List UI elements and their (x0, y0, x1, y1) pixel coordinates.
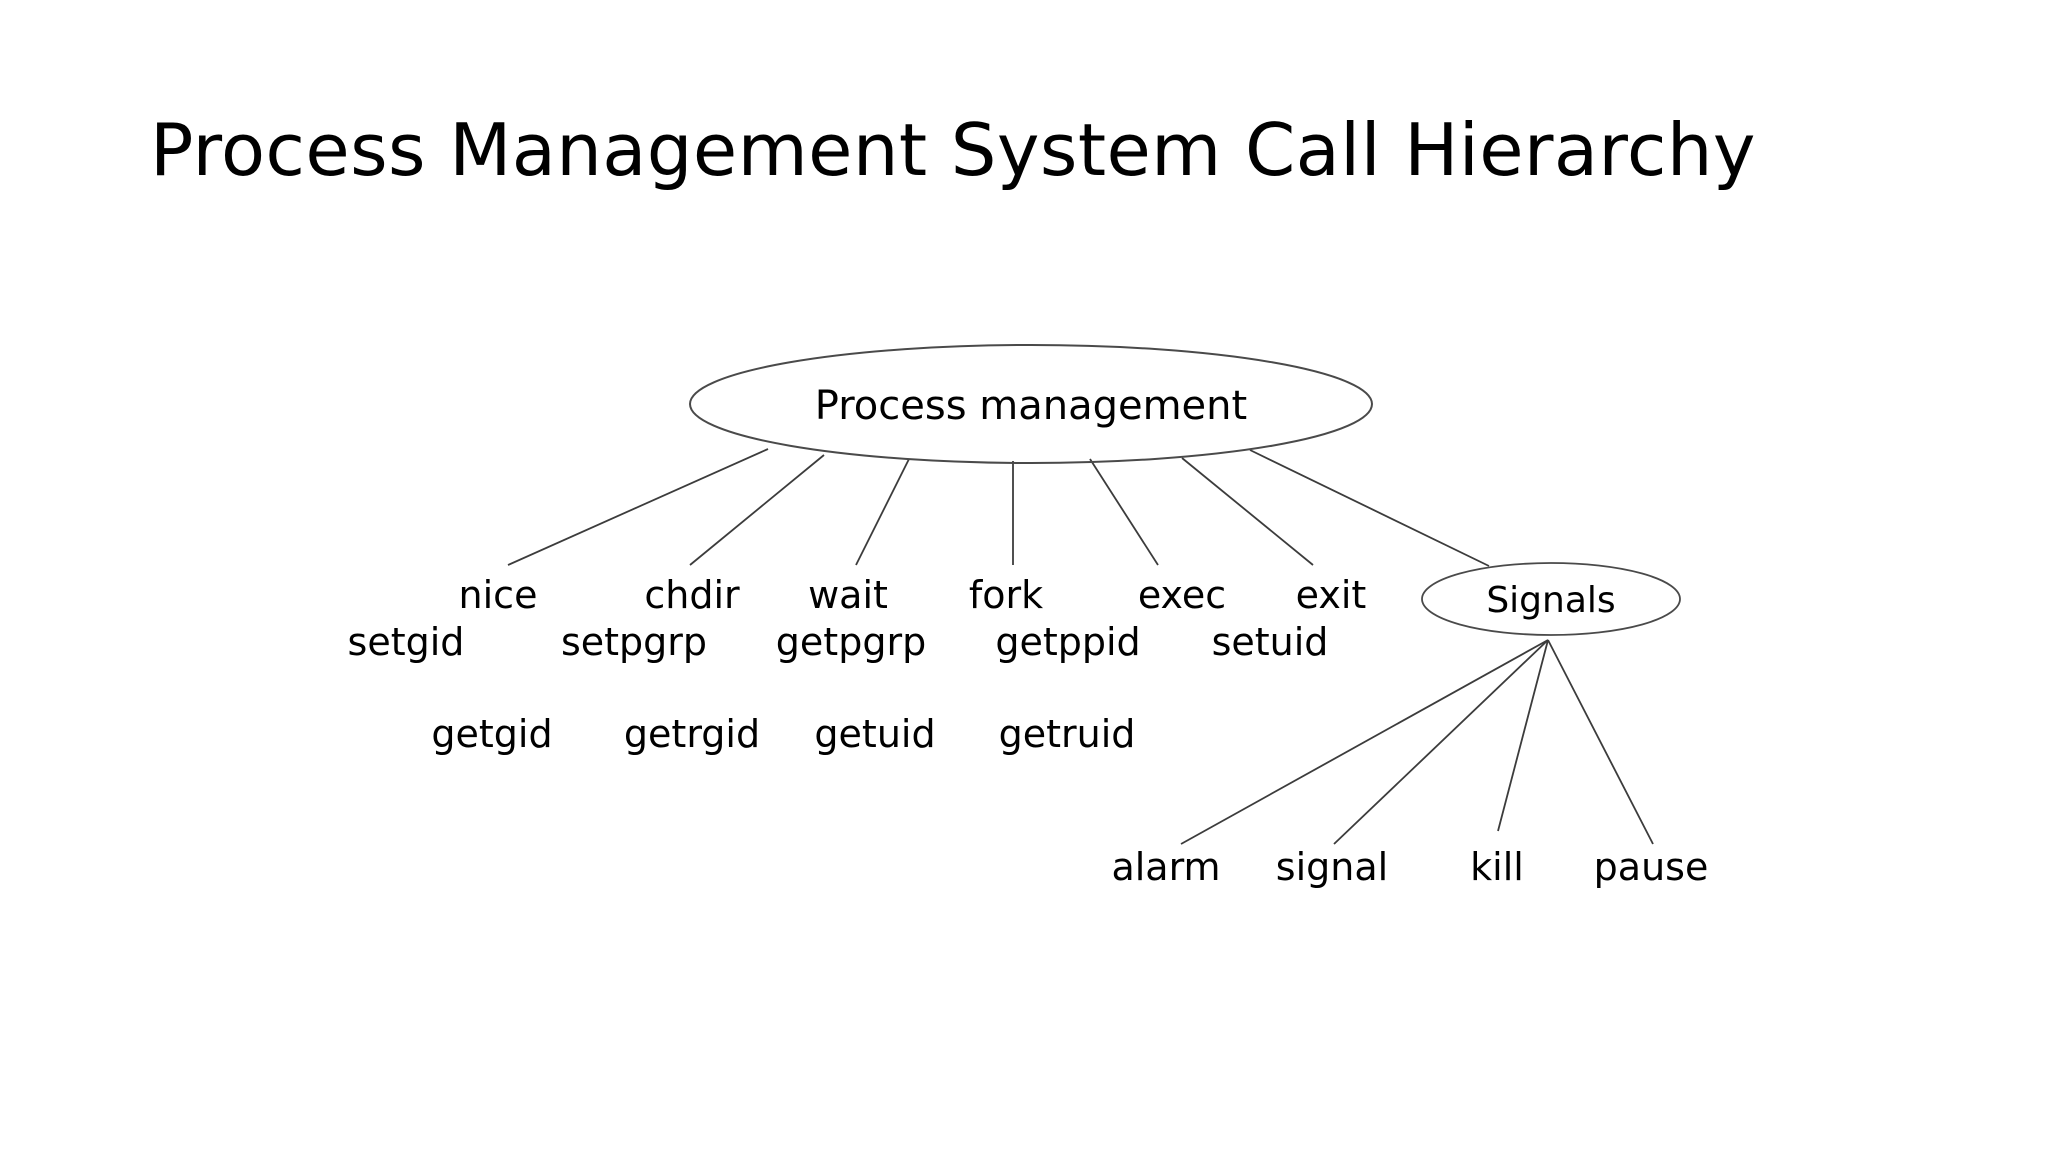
syscall-label-setuid[interactable]: setuid (1211, 620, 1329, 664)
signals-ellipse[interactable] (1421, 562, 1681, 636)
signals-label: Signals (1486, 580, 1616, 621)
edge-root-to-wait (855, 458, 910, 566)
process-management-ellipse[interactable] (689, 344, 1373, 464)
syscall-label-exec[interactable]: exec (1137, 573, 1227, 617)
root-edges (507, 448, 1490, 567)
edge-root-to-exec (1089, 458, 1159, 566)
syscall-label-chdir[interactable]: chdir (644, 573, 740, 617)
syscall-label-getuid[interactable]: getuid (814, 712, 936, 756)
edge-signals-to-alarm (1180, 639, 1549, 845)
edge-signals-to-signal (1333, 639, 1549, 845)
syscall-label-setgid[interactable]: setgid (347, 620, 465, 664)
signals-edges (1180, 639, 1654, 845)
signal-syscall-label-alarm[interactable]: alarm (1111, 845, 1221, 889)
syscall-label-getgid[interactable]: getgid (431, 712, 553, 756)
syscall-label-wait[interactable]: wait (808, 573, 888, 617)
page-title: Process Management System Call Hierarchy (150, 108, 1756, 192)
syscall-label-fork[interactable]: fork (968, 573, 1044, 617)
signal-syscall-label-signal[interactable]: signal (1275, 845, 1389, 889)
edge-root-to-Signals (1249, 449, 1490, 567)
syscall-label-getrgid[interactable]: getrgid (623, 712, 761, 756)
syscall-label-getppid[interactable]: getppid (995, 620, 1141, 664)
edge-root-to-exit (1181, 457, 1314, 566)
syscall-label-getruid[interactable]: getruid (998, 712, 1136, 756)
signal-syscall-label-pause[interactable]: pause (1593, 845, 1709, 889)
syscall-label-nice[interactable]: nice (458, 573, 538, 617)
signal-syscall-label-kill[interactable]: kill (1470, 845, 1524, 889)
edge-root-to-chdir (689, 454, 825, 566)
syscall-label-exit[interactable]: exit (1295, 573, 1367, 617)
edge-signals-to-pause (1547, 639, 1654, 845)
edge-root-to-nice (507, 448, 769, 566)
syscall-label-setpgrp[interactable]: setpgrp (560, 620, 708, 664)
syscall-label-getpgrp[interactable]: getpgrp (775, 620, 927, 664)
process-management-label: Process management (814, 383, 1248, 429)
edge-signals-to-kill (1497, 639, 1549, 832)
